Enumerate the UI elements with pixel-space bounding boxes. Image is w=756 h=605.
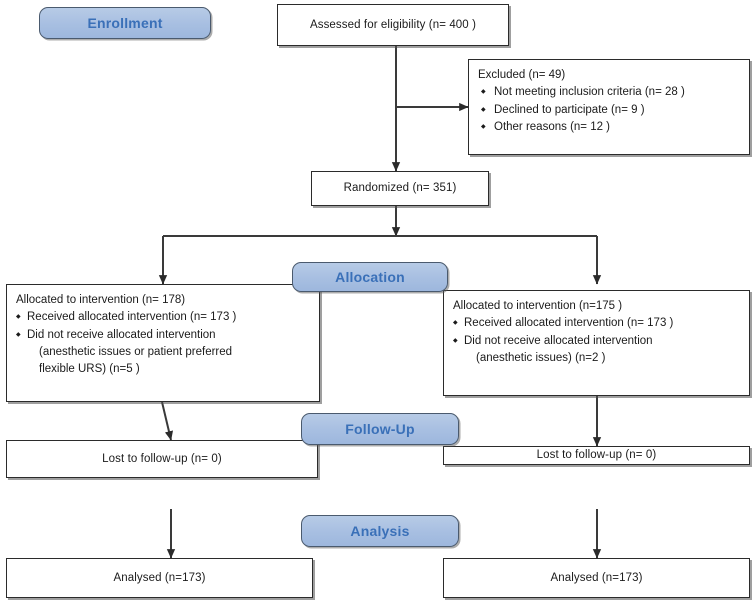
node-excluded: Excluded (n= 49) Not meeting inclusion c… — [468, 59, 750, 155]
node-excluded-heading: Excluded (n= 49) — [478, 69, 566, 81]
list-item: Received allocated intervention (n= 173 … — [453, 315, 741, 332]
wire-left-allocation-to-followup — [161, 401, 174, 441]
stage-badge-enrollment: Enrollment — [39, 7, 211, 39]
node-analysis-left-text: Analysed (n=173) — [113, 571, 206, 584]
stage-badge-followup-label: Follow-Up — [345, 421, 415, 437]
node-analysis-right-text: Analysed (n=173) — [550, 571, 643, 584]
list-item: Did not receive allocated intervention (… — [453, 333, 741, 368]
stage-badge-analysis-label: Analysis — [350, 523, 410, 539]
node-excluded-reason: Other reasons (n= 12 ) — [478, 119, 741, 136]
list-item: Did not receive allocated intervention (… — [16, 327, 311, 379]
node-analysis-right: Analysed (n=173) — [443, 558, 750, 598]
node-allocation-left: Allocated to intervention (n= 178) Recei… — [6, 284, 320, 402]
node-randomized-text: Randomized (n= 351) — [343, 182, 457, 195]
node-randomized: Randomized (n= 351) — [311, 171, 489, 206]
node-allocation-right-list: Received allocated intervention (n= 173 … — [453, 315, 741, 367]
node-followup-right: Lost to follow-up (n= 0) — [443, 446, 750, 465]
stage-badge-followup: Follow-Up — [301, 413, 459, 445]
list-item: Received allocated intervention (n= 173 … — [16, 309, 311, 326]
list-item-text: Did not receive allocated intervention — [464, 334, 653, 347]
node-analysis-left: Analysed (n=173) — [6, 558, 313, 598]
stage-badge-enrollment-label: Enrollment — [87, 15, 163, 31]
node-allocation-left-list: Received allocated intervention (n= 173 … — [16, 309, 311, 378]
list-item-continuation: flexible URS) (n=5 ) — [39, 363, 140, 375]
node-excluded-reason: Declined to participate (n= 9 ) — [478, 102, 741, 119]
node-allocation-right-lead: Allocated to intervention (n=175 ) — [453, 300, 623, 312]
node-excluded-reason-list: Not meeting inclusion criteria (n= 28 ) … — [478, 84, 741, 136]
node-followup-left: Lost to follow-up (n= 0) — [6, 440, 318, 478]
list-item-continuation: (anesthetic issues or patient preferred — [39, 345, 233, 358]
stage-badge-analysis: Analysis — [301, 515, 459, 547]
list-item-continuation: (anesthetic issues) (n=2 ) — [476, 351, 606, 364]
node-assessed-for-eligibility: Assessed for eligibility (n= 400 ) — [277, 4, 509, 46]
list-item-text: Received allocated intervention (n= 173 … — [464, 317, 674, 330]
node-allocation-left-lead: Allocated to intervention (n= 178) — [16, 294, 186, 306]
node-followup-right-text: Lost to follow-up (n= 0) — [536, 449, 657, 461]
stage-badge-allocation: Allocation — [292, 262, 448, 292]
node-allocation-right: Allocated to intervention (n=175 ) Recei… — [443, 290, 750, 396]
node-excluded-reason: Not meeting inclusion criteria (n= 28 ) — [478, 84, 741, 101]
list-item-text: Received allocated intervention (n= 173 … — [27, 311, 237, 324]
node-followup-left-text: Lost to follow-up (n= 0) — [102, 452, 222, 465]
stage-badge-allocation-label: Allocation — [335, 269, 405, 285]
node-assessed-for-eligibility-text: Assessed for eligibility (n= 400 ) — [309, 18, 477, 31]
list-item-text: Did not receive allocated intervention — [27, 328, 216, 341]
